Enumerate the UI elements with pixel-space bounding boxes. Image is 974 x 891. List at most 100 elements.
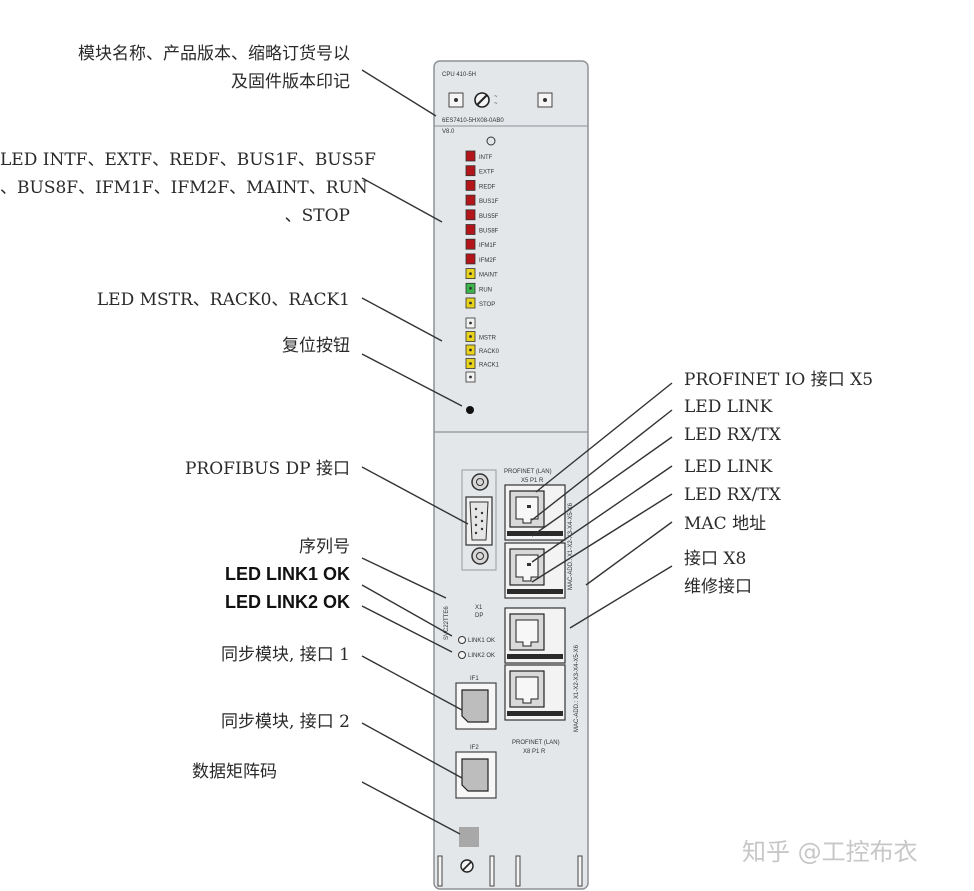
led-indicator xyxy=(465,224,476,235)
rj45-port[interactable] xyxy=(504,542,566,599)
link2-led xyxy=(458,651,466,659)
mac-address-text-2: MAC-ADD.: X1-X2-X3-X4-X5-X6 xyxy=(574,644,580,732)
profinet-bottom-port: X8 P1 R xyxy=(523,749,546,755)
led-indicator xyxy=(465,150,476,162)
leader-line-led-link-2 xyxy=(531,465,673,563)
leader-line-sync2 xyxy=(361,722,463,779)
dp-connector-inner xyxy=(469,501,489,541)
dp-pin-icon xyxy=(480,511,484,515)
watermark-text: 知乎 @工控布衣 xyxy=(742,838,918,866)
module-model: CPU 410-5H xyxy=(442,72,476,78)
left-screw-dot-icon xyxy=(454,98,458,102)
label-led-rxtx-1: LED RX/TX xyxy=(684,425,781,445)
leader-line-pn-x5 xyxy=(535,382,673,493)
reset-button[interactable] xyxy=(466,406,474,414)
label-matrix: 数据矩阵码 xyxy=(192,762,277,782)
link2-label: LINK2 OK xyxy=(468,653,495,659)
leader-line-link1 xyxy=(361,584,453,637)
data-matrix-code xyxy=(459,827,479,847)
dp-label: DP xyxy=(475,613,483,619)
led-dot-icon xyxy=(469,321,472,325)
rj45-contact xyxy=(515,554,539,582)
rj45-contact xyxy=(515,619,539,647)
leader-line-reset xyxy=(361,353,463,407)
label-led-group: LED INTF、EXTF、REDF、BUS1F、BUS5F 、BUS8F、IF… xyxy=(0,150,376,226)
leader-line-sync1 xyxy=(361,655,463,711)
label-link2: LED LINK2 OK xyxy=(224,592,350,612)
label-pn-x5: PROFINET IO 接口 X5 xyxy=(684,370,874,390)
leader-line-x8 xyxy=(569,565,673,629)
led-dot-icon xyxy=(469,335,472,338)
leader-line-matrix xyxy=(361,781,461,835)
rj45-led-icon xyxy=(527,505,531,508)
led-group-top: INTFEXTFREDFBUS1FBUS5FBUS8FIFM1FIFM2FMAI… xyxy=(465,150,499,309)
label-sync1: 同步模块, 接口 1 xyxy=(220,645,350,665)
rj45-port[interactable] xyxy=(504,484,566,541)
led-label: BUS1F xyxy=(479,199,499,205)
leader-lines xyxy=(361,69,673,835)
led-dot-icon xyxy=(469,286,472,290)
dp-screw-top-inner-icon xyxy=(476,478,484,486)
led-dot-icon xyxy=(469,375,472,379)
link1-led xyxy=(458,636,466,644)
if1-port-socket xyxy=(461,689,489,723)
rj45-port[interactable] xyxy=(504,664,566,721)
serial-text: SVC22TTE6 xyxy=(444,606,450,640)
dp-screw-top-icon xyxy=(471,473,489,491)
leader-line-profibus xyxy=(361,466,469,525)
led-dot-icon xyxy=(469,348,472,352)
rj45-led-icon xyxy=(527,563,531,566)
link1-label: LINK1 OK xyxy=(468,638,495,644)
if1-label: IF1 xyxy=(470,676,479,682)
label-led-rxtx-2: LED RX/TX xyxy=(684,485,781,505)
rj45-contact xyxy=(515,676,539,704)
mode-switch-slot-icon xyxy=(476,94,488,106)
led-label: EXTF xyxy=(479,170,495,176)
order-number: 6ES7410-5HX08-0AB0 xyxy=(442,118,504,124)
rj45-port[interactable] xyxy=(504,607,566,664)
led-indicator xyxy=(465,209,476,221)
led-dot-icon xyxy=(469,272,472,275)
label-link1: LED LINK1 OK xyxy=(224,564,350,584)
dp-pin-icon xyxy=(474,523,478,527)
led-indicator xyxy=(465,179,476,191)
label-led-link-1: LED LINK xyxy=(684,397,773,417)
bottom-slot xyxy=(489,855,495,887)
label-reset: 复位按钮 xyxy=(282,336,350,356)
mac-address-text-1: MAC-ADD.: X1-X2-X3-X4-X5-X6 xyxy=(568,502,574,590)
led-label: STOP xyxy=(479,302,495,308)
leader-line-led-link-1 xyxy=(531,409,673,521)
label-led-rack: LED MSTR、RACK0、RACK1 xyxy=(96,290,350,310)
led-label: RUN xyxy=(479,287,492,293)
rj45-port-group xyxy=(504,484,566,721)
status-ring-icon xyxy=(486,136,496,146)
led-label: BUS8F xyxy=(479,229,499,235)
led-indicator xyxy=(465,253,476,265)
bottom-slot xyxy=(437,855,443,887)
leader-line-module-name xyxy=(361,69,437,117)
dp-pin-icon xyxy=(480,519,484,523)
x1-label: X1 xyxy=(475,605,483,611)
leader-line-led-rxtx-2 xyxy=(531,493,673,583)
label-mac: MAC 地址 xyxy=(684,514,767,534)
right-screw-dot-icon xyxy=(543,98,547,102)
rack-led-label: RACK1 xyxy=(479,363,500,369)
mode-switch-marks-icon: ~ xyxy=(494,94,498,100)
label-x8: 接口 X8 维修接口 xyxy=(684,549,752,597)
dp-screw-bottom-icon xyxy=(471,547,489,565)
label-module-name: 模块名称、产品版本、缩略订货号以 及固件版本印记 xyxy=(78,44,350,92)
mode-switch-marks-icon-2: ~ xyxy=(494,101,498,107)
led-indicator xyxy=(465,165,476,177)
bottom-slot xyxy=(515,855,521,887)
dp-pin-icon xyxy=(480,527,484,531)
leader-line-led-rxtx-1 xyxy=(531,436,673,537)
led-label: INTF xyxy=(479,155,493,161)
dp-pin-icon xyxy=(474,515,478,519)
dp-screw-bottom-inner-icon xyxy=(476,552,484,560)
led-dot-icon xyxy=(469,301,472,305)
leader-line-link2 xyxy=(361,605,453,653)
rack-led-label: RACK0 xyxy=(479,349,500,355)
